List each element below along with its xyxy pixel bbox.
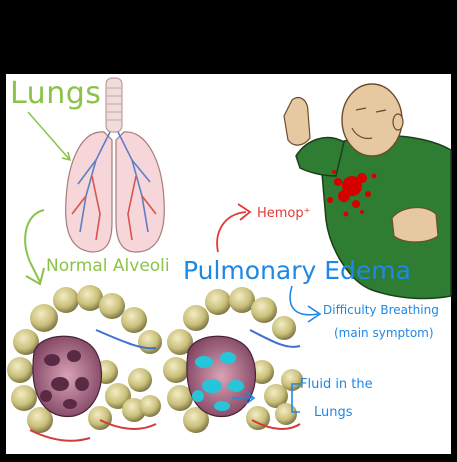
pulmonary-edema-label: Pulmonary Edema <box>183 256 411 285</box>
main-symptom-label: (main symptom) <box>334 326 434 340</box>
alveoli-cluster-normal <box>7 285 162 441</box>
hemop-arrow <box>217 204 250 252</box>
curved-arrow-icon <box>25 210 44 284</box>
lungs-label: Lungs <box>10 76 101 111</box>
fluid-in-lungs-label-line1: Fluid in the <box>300 377 373 392</box>
hemoptysis-label: Hemop⁺ <box>257 206 311 221</box>
alveoli-cluster-edema <box>163 287 303 433</box>
normal-alveoli-label: Normal Alveoli <box>46 256 170 276</box>
difficulty-breathing-label: Difficulty Breathing <box>323 303 439 317</box>
lungs-pointer-arrow <box>28 112 70 160</box>
difficulty-arrow <box>290 286 320 322</box>
fluid-in-lungs-label-line2: Lungs <box>314 405 353 420</box>
